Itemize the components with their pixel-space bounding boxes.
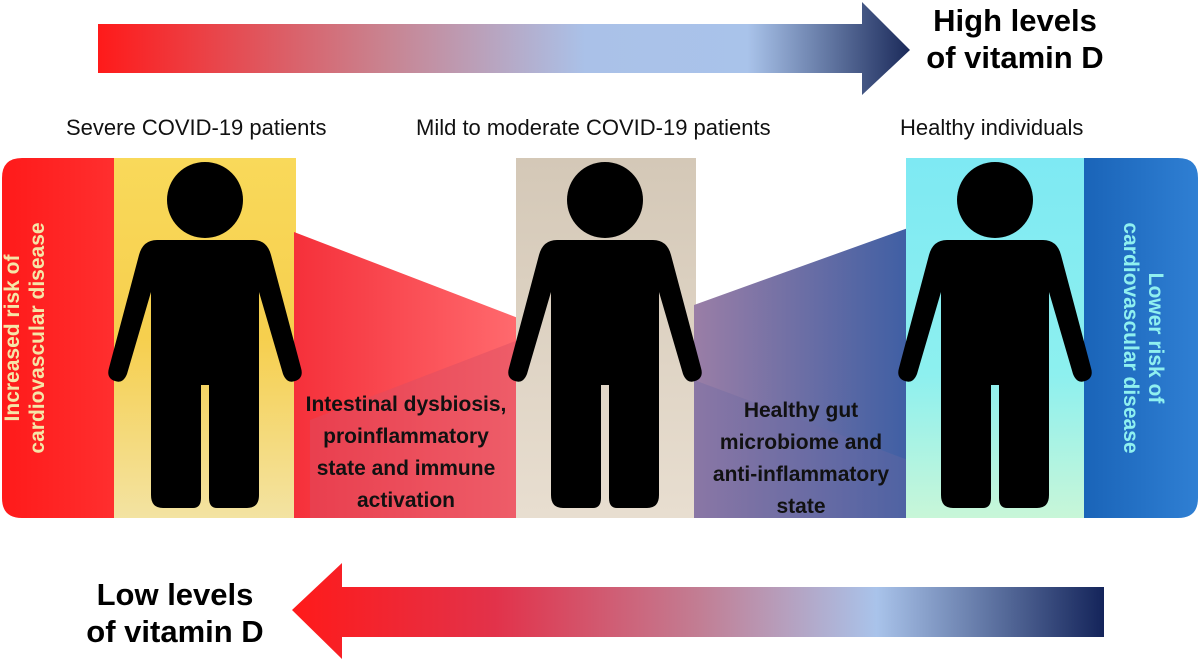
person-icon-severe <box>108 162 302 508</box>
group-label-severe: Severe COVID-19 patients <box>66 115 327 140</box>
lower-risk-label: Lower risk of cardiovascular disease <box>1119 222 1167 454</box>
left-risk-panel <box>2 158 116 518</box>
left-mechanism-wedge <box>294 232 518 518</box>
group-label-mild: Mild to moderate COVID-19 patients <box>416 115 771 140</box>
right-mechanism-wedge-shade <box>694 380 908 518</box>
high-vitamin-d-label: High levels of vitamin D <box>926 3 1104 75</box>
low-vitamin-d-label: Low levels of vitamin D <box>86 577 264 649</box>
increased-risk-label: Increased risk of cardiovascular disease <box>1 222 49 454</box>
person-icon-healthy <box>898 162 1092 508</box>
left-mechanism-wedge-shade <box>310 340 518 518</box>
right-risk-panel <box>1084 158 1198 518</box>
right-mechanism-text: Healthy gut microbiome and anti-inflamma… <box>712 399 890 518</box>
group-label-healthy: Healthy individuals <box>900 115 1084 140</box>
bottom-arrow <box>292 563 1104 659</box>
right-mechanism-wedge <box>694 228 908 518</box>
left-mechanism-text: Intestinal dysbiosis, proinflammatory st… <box>305 393 507 512</box>
top-arrow <box>98 2 910 95</box>
person-icon-mild <box>508 162 702 508</box>
